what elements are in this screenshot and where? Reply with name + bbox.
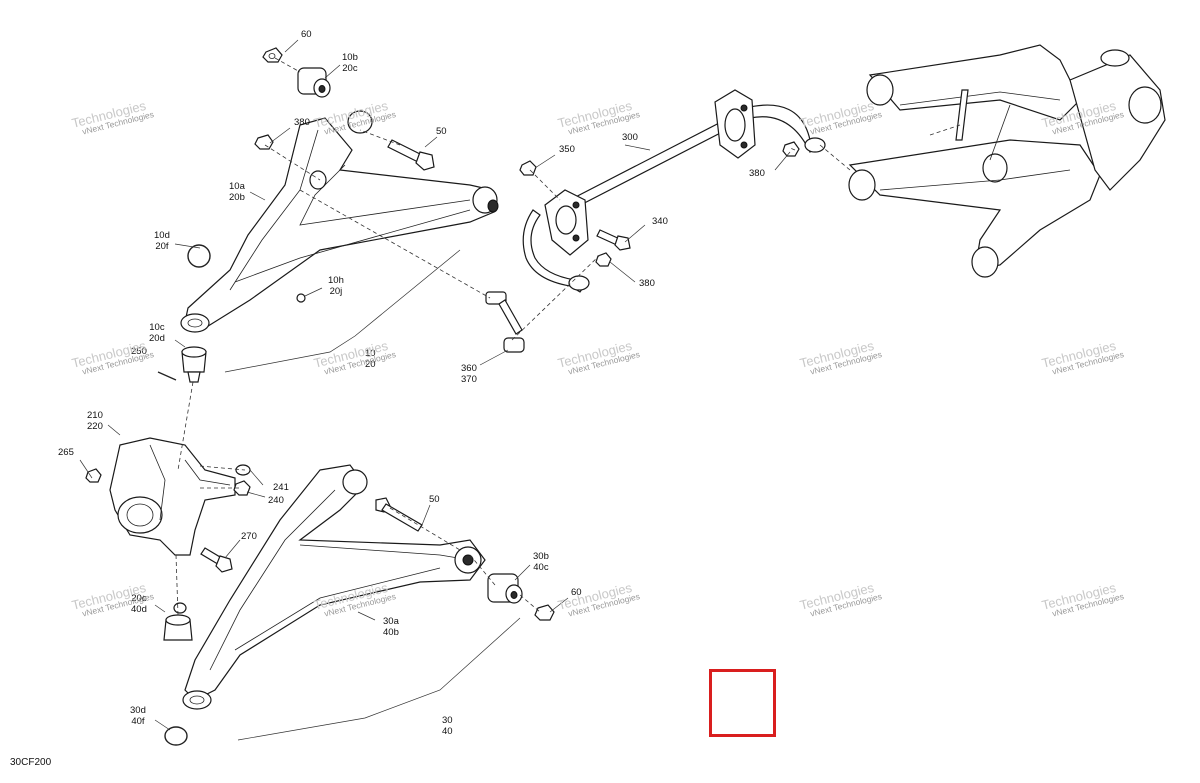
callout-50-bottom: 50 xyxy=(429,494,440,505)
circlip-10d xyxy=(187,244,211,268)
highlight-box xyxy=(709,669,776,737)
callout-270: 270 xyxy=(241,531,257,542)
sway-bar-link-360 xyxy=(485,291,525,353)
figure-code: 30CF200 xyxy=(10,757,52,768)
callout-300: 300 xyxy=(622,132,638,143)
callout-250: 250 xyxy=(131,346,147,357)
upper-a-arm xyxy=(180,110,499,333)
callout-380: 380 xyxy=(294,117,310,128)
nut-60 xyxy=(262,47,283,63)
callout-50: 50 xyxy=(436,126,447,137)
bolt-50-top xyxy=(387,139,435,171)
nut-380-mid xyxy=(595,252,612,267)
nut-240 xyxy=(233,480,251,496)
callout-265: 265 xyxy=(58,447,74,458)
knuckle-210 xyxy=(109,437,236,556)
lower-a-arm xyxy=(182,464,486,710)
bolt-340 xyxy=(596,229,631,251)
circlip-30d xyxy=(164,726,188,746)
callout-240: 240 xyxy=(268,495,284,506)
nut-60-bottom xyxy=(534,604,555,621)
callout-60: 60 xyxy=(301,29,312,40)
callout-60-bottom: 60 xyxy=(571,587,582,598)
nut-380-top xyxy=(254,134,274,150)
fitting-10h xyxy=(296,293,306,303)
leader-lines xyxy=(79,39,791,741)
bushing-30b xyxy=(487,573,523,604)
cotter-pin-250 xyxy=(157,371,177,381)
nut-265 xyxy=(85,468,102,483)
callout-350: 350 xyxy=(559,144,575,155)
ball-joint-lower xyxy=(163,602,193,641)
bolt-350 xyxy=(519,160,537,176)
callout-380-mid: 380 xyxy=(639,278,655,289)
bolt-50-bottom xyxy=(375,497,423,532)
callout-340: 340 xyxy=(652,216,668,227)
bolt-270 xyxy=(200,547,233,573)
sway-bar-bracket-left xyxy=(544,189,589,256)
bushing-10b xyxy=(297,67,331,98)
assembly-lines xyxy=(175,57,961,616)
callout-241: 241 xyxy=(273,482,289,493)
callout-380-right: 380 xyxy=(749,168,765,179)
sway-bar-bracket-right xyxy=(714,89,756,159)
ball-joint-10c xyxy=(181,346,207,383)
nut-380-right xyxy=(782,141,800,157)
rear-suspension-assembly xyxy=(848,44,1166,278)
sway-bar-300 xyxy=(522,104,826,293)
